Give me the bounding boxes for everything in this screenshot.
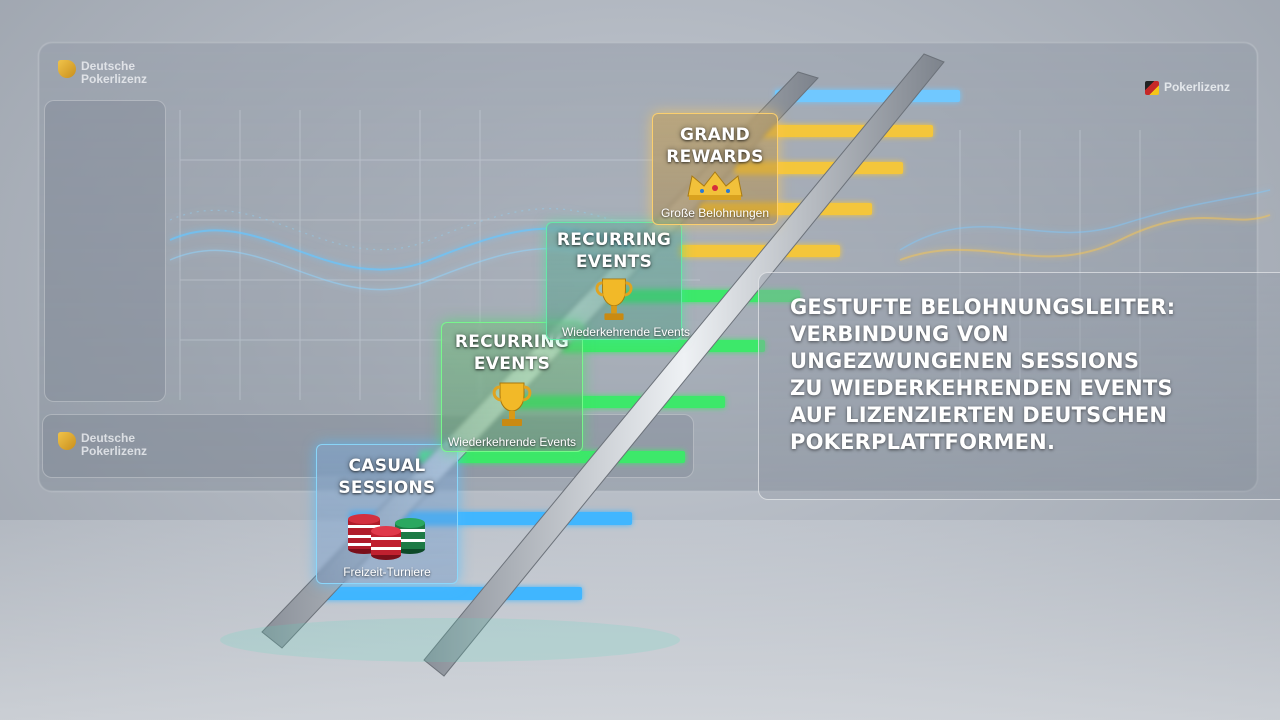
trophy-icon xyxy=(492,382,532,426)
brand-top-line1: Deutsche xyxy=(81,59,136,73)
step-subtitle: Große Belohnungen xyxy=(660,206,770,220)
trophy-icon xyxy=(595,278,633,320)
brand-mark-icon xyxy=(58,432,76,450)
step-title-line2: EVENTS xyxy=(575,252,653,272)
brand-bottom-line2: Pokerlizenz xyxy=(81,444,148,458)
step-title-line2: REWARDS xyxy=(666,147,764,167)
headline: GESTUFTE BELOHNUNGSLEITER: VERBINDUNG VO… xyxy=(790,294,1260,456)
brand-mark-icon xyxy=(58,60,76,78)
poker-chips-icon xyxy=(348,514,425,560)
step-card-recurring-events-1: RECURRING EVENTS Wiederkehrende Events xyxy=(441,322,583,452)
brand-right-label: Pokerlizenz xyxy=(1163,80,1230,94)
brand-top-line2: Pokerlizenz xyxy=(81,72,148,86)
headline-line: GESTUFTE BELOHNUNGSLEITER: xyxy=(790,295,1176,319)
step-subtitle: Wiederkehrende Events xyxy=(561,325,691,339)
crown-icon xyxy=(687,171,743,200)
headline-line: VERBINDUNG VON xyxy=(790,322,1009,346)
brand-logo-right: Pokerlizenz xyxy=(1144,80,1230,95)
step-title-line1: RECURRING xyxy=(454,332,570,352)
step-card-grand-rewards: GRAND REWARDS Große Belohnungen xyxy=(652,113,778,225)
headline-panel xyxy=(758,272,1280,500)
headline-line: UNGEZWUNGENEN SESSIONS xyxy=(790,349,1140,373)
step-title-line1: GRAND xyxy=(679,125,751,145)
step-title-line2: EVENTS xyxy=(473,354,551,374)
step-title-line1: CASUAL xyxy=(348,456,426,476)
step-card-recurring-events-2: RECURRING EVENTS Wiederkehrende Events xyxy=(546,222,690,340)
background-side-panel xyxy=(44,100,166,402)
german-flag-icon xyxy=(1144,80,1159,95)
headline-line: ZU WIEDERKEHRENDEN EVENTS xyxy=(790,376,1173,400)
step-card-casual-sessions: CASUAL SESSIONS Freizeit-Turniere xyxy=(316,444,458,584)
headline-line: POKERPLATTFORMEN. xyxy=(790,430,1056,454)
step-subtitle: Freizeit-Turniere xyxy=(343,565,431,579)
headline-line: AUF LIZENZIERTEN DEUTSCHEN xyxy=(790,403,1168,427)
brand-bottom-line1: Deutsche xyxy=(81,431,136,445)
step-title-line2: SESSIONS xyxy=(338,478,436,498)
step-subtitle: Wiederkehrende Events xyxy=(447,435,577,449)
step-title-line1: RECURRING xyxy=(556,230,672,250)
